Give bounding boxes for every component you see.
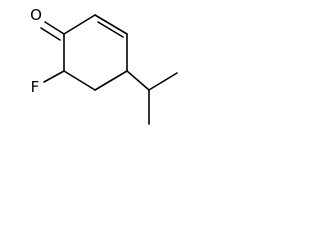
bond-c4-c5 xyxy=(94,70,128,91)
bond-c1-c2 xyxy=(63,14,96,35)
fluorine-atom-label: F xyxy=(31,78,40,96)
bond-c1-o xyxy=(44,21,65,35)
bond-c6-f xyxy=(43,70,65,83)
bond-ch-ch3-a xyxy=(148,72,178,91)
bond-c1-o-second xyxy=(40,27,61,41)
structure-diagram: O F xyxy=(30,6,178,125)
bond-c2-c3 xyxy=(94,14,128,35)
bond-c4-ch xyxy=(126,70,150,91)
bond-c2-c3-inner xyxy=(97,21,124,38)
bond-c5-c6 xyxy=(63,70,96,91)
oxygen-atom-label: O xyxy=(30,6,42,24)
